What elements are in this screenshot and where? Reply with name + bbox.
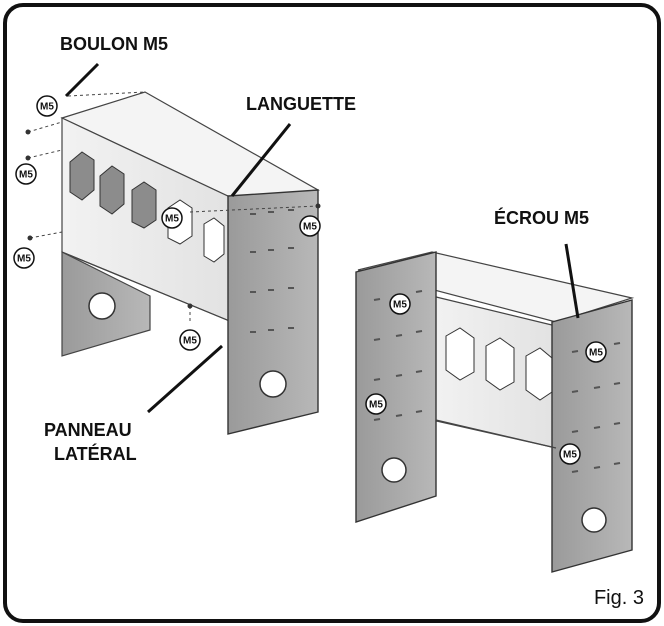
svg-text:M5: M5	[19, 170, 33, 181]
right-octagon-1	[445, 327, 475, 381]
leader-lines	[64, 62, 580, 414]
svg-text:M5: M5	[589, 348, 603, 359]
m5-tag: M5	[13, 247, 35, 269]
m5-tag: M5	[559, 443, 581, 465]
bolt-label: BOULON M5	[60, 34, 168, 54]
m5-tag: M5	[389, 293, 411, 315]
svg-text:M5: M5	[393, 300, 407, 311]
right-left-panel-hole	[381, 457, 407, 483]
left-assembly	[25, 91, 321, 435]
side-panel-label-line1: PANNEAU	[44, 420, 132, 440]
m5-tag: M5	[161, 207, 183, 229]
m5-tag: M5	[299, 215, 321, 237]
right-right-panel-hole	[581, 507, 607, 533]
right-right-side-panel	[551, 299, 633, 573]
right-octagon-3	[525, 347, 553, 401]
m5-tag: M5	[585, 341, 607, 363]
m5-tags: M5 M5 M5 M5 M5 M5 M5 M5	[13, 95, 607, 465]
left-front-panel-hole	[259, 370, 287, 398]
svg-text:M5: M5	[183, 336, 197, 347]
tab-label: LANGUETTE	[246, 94, 356, 114]
svg-text:M5: M5	[40, 102, 54, 113]
right-assembly	[355, 251, 635, 573]
m5-tag: M5	[365, 393, 387, 415]
m5-tag: M5	[36, 95, 58, 117]
m5-tag: M5	[179, 329, 201, 351]
svg-text:M5: M5	[303, 222, 317, 233]
svg-text:M5: M5	[369, 400, 383, 411]
right-octagon-2	[485, 337, 515, 391]
left-lower-hole	[88, 292, 116, 320]
left-octagon-5	[203, 217, 225, 263]
m5-tag: M5	[15, 163, 37, 185]
side-panel-label-line2: LATÉRAL	[54, 443, 137, 464]
svg-text:M5: M5	[563, 450, 577, 461]
svg-text:M5: M5	[165, 214, 179, 225]
svg-text:M5: M5	[17, 254, 31, 265]
left-octagon-1	[69, 151, 95, 201]
right-left-side-panel	[355, 251, 437, 523]
left-octagon-2	[99, 165, 125, 215]
nut-label: ÉCROU M5	[494, 207, 589, 228]
figure-caption: Fig. 3	[594, 587, 644, 609]
left-octagon-3	[131, 181, 157, 229]
